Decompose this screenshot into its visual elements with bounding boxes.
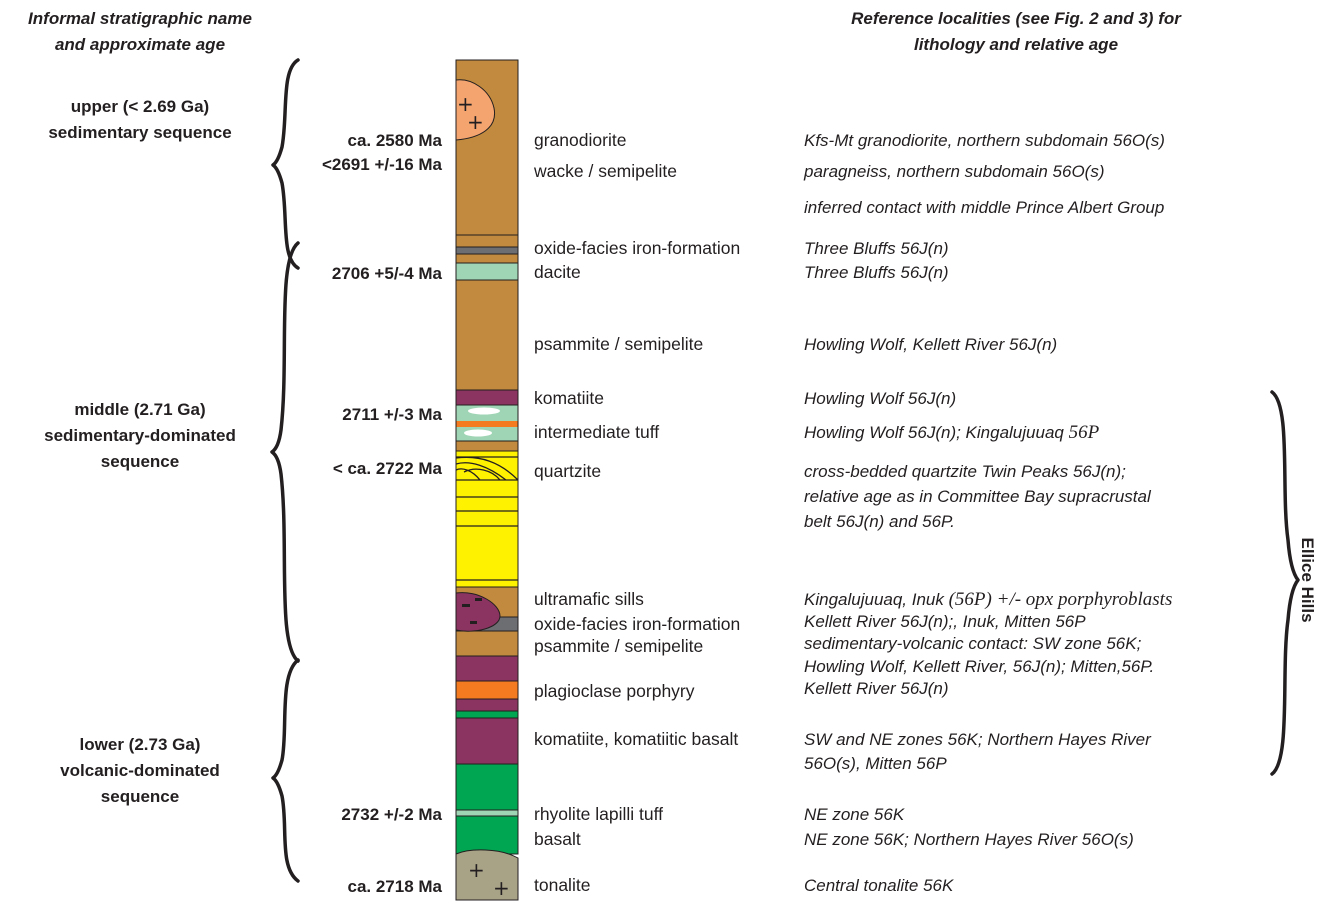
iron-formation-layer-1: [455, 246, 519, 255]
lith-iron-formation-2: oxide-facies iron-formation: [534, 614, 740, 634]
ref-sills-part-a: Kingalujuuaq, Inuk: [804, 590, 949, 609]
right-header-line1: Reference localities (see Fig. 2 and 3) …: [851, 9, 1182, 28]
lith-komatiite-2: komatiite, komatiitic basalt: [534, 729, 738, 749]
ref-ultramafic-sills: Kingalujuuaq, Inuk (56P) +/- opx porphyr…: [804, 589, 1172, 610]
ref-quartzite-line3: belt 56J(n) and 56P.: [804, 512, 955, 531]
lower-sequence-line3: sequence: [101, 787, 179, 806]
age-dacite: 2706 +5/-4 Ma: [332, 264, 443, 283]
ellice-hills-brace: [1270, 390, 1300, 776]
lith-tonalite: tonalite: [534, 875, 590, 895]
age-quartzite: < ca. 2722 Ma: [333, 459, 443, 478]
ultramafic-layer-a: [455, 655, 519, 682]
quartzite-layer: [455, 450, 519, 588]
tonalite-body: [455, 849, 519, 901]
ref-basalt: NE zone 56K; Northern Hayes River 56O(s): [804, 830, 1134, 849]
ref-iron-formation-2: Kellett River 56J(n);, Inuk, Mitten 56P: [804, 612, 1086, 631]
ref-granodiorite: Kfs-Mt granodiorite, northern subdomain …: [804, 131, 1165, 150]
lith-granodiorite: granodiorite: [534, 130, 626, 150]
lith-komatiite-1: komatiite: [534, 388, 604, 408]
stratigraphic-column: + +: [455, 59, 519, 901]
upper-sequence-line1: upper (< 2.69 Ga): [71, 97, 209, 116]
ref-komatiite-1: Howling Wolf 56J(n): [804, 389, 956, 408]
middle-sequence-line1: middle (2.71 Ga): [74, 400, 205, 419]
age-tonalite: ca. 2718 Ma: [347, 877, 442, 896]
psammite-layer-1: [455, 279, 519, 391]
tuff-orange-band: [456, 421, 518, 427]
ref-komatiite-2-line2: 56O(s), Mitten 56P: [804, 754, 947, 773]
sill-mark-1: [462, 604, 470, 607]
ref-rhyolite: NE zone 56K: [804, 805, 905, 824]
psammite-layer-2: [455, 630, 519, 657]
sediment-thin-layer: [455, 253, 519, 264]
tonalite-plus-2: +: [493, 876, 510, 900]
ref-inferred-contact: inferred contact with middle Prince Albe…: [804, 198, 1164, 217]
left-header-line1: Informal stratigraphic name: [28, 9, 252, 28]
plagioclase-porphyry-layer: [455, 680, 519, 700]
lower-sequence-line1: lower (2.73 Ga): [80, 735, 201, 754]
ref-sills-part-b: (56P) +/- opx porphyroblasts: [949, 589, 1173, 610]
ref-psammite-1: Howling Wolf, Kellett River 56J(n): [804, 335, 1057, 354]
ref-plagioclase-porphyry: Kellett River 56J(n): [804, 679, 949, 698]
lith-dacite: dacite: [534, 262, 581, 282]
sill-mark-3: [470, 621, 477, 624]
lith-plagioclase-porphyry: plagioclase porphyry: [534, 681, 695, 701]
sediment-thin-layer-2: [455, 440, 519, 452]
middle-sequence-line2: sedimentary-dominated: [44, 426, 236, 445]
ref-iron-formation-1: Three Bluffs 56J(n): [804, 239, 949, 258]
basalt-layer-lower: [455, 815, 519, 855]
age-rhyolite: 2732 +/-2 Ma: [341, 805, 442, 824]
lith-intermediate-tuff: intermediate tuff: [534, 422, 659, 442]
tuff-lens-2: [464, 429, 492, 437]
rhyolite-tuff-layer: [455, 809, 519, 817]
cross-bedding-lines: [455, 456, 519, 481]
upper-brace: [271, 58, 300, 270]
lower-brace: [271, 658, 300, 883]
sill-mark-2: [475, 598, 482, 601]
ref-dacite: Three Bluffs 56J(n): [804, 263, 949, 282]
basalt-layer-upper: [455, 763, 519, 811]
lith-psammite-1: psammite / semipelite: [534, 334, 703, 354]
lith-psammite-2: psammite / semipelite: [534, 636, 703, 656]
lith-ultramafic-sills: ultramafic sills: [534, 589, 644, 609]
komatiite-layer-2: [455, 717, 519, 765]
ref-psammite-2: Howling Wolf, Kellett River, 56J(n); Mit…: [804, 657, 1154, 676]
ellice-hills-label: Ellice Hills: [1298, 537, 1317, 622]
ref-quartzite-line1: cross-bedded quartzite Twin Peaks 56J(n)…: [804, 462, 1126, 481]
dacite-layer: [455, 262, 519, 281]
lith-wacke: wacke / semipelite: [533, 161, 677, 181]
left-header-line2: and approximate age: [55, 35, 225, 54]
ref-tuff-part-b: 56P: [1069, 422, 1100, 443]
ref-tonalite: Central tonalite 56K: [804, 876, 954, 895]
age-tuff: 2711 +/-3 Ma: [342, 405, 442, 424]
lower-sequence-line2: volcanic-dominated: [60, 761, 220, 780]
lith-rhyolite: rhyolite lapilli tuff: [534, 804, 663, 824]
ref-komatiite-2-line1: SW and NE zones 56K; Northern Hayes Rive…: [804, 730, 1152, 749]
granodiorite-plus-2: +: [467, 110, 484, 134]
middle-sequence-line3: sequence: [101, 452, 179, 471]
komatiite-layer-1: [455, 389, 519, 406]
ultramafic-layer-b: [455, 698, 519, 712]
ref-contact-2: sedimentary-volcanic contact: SW zone 56…: [804, 634, 1142, 653]
granodiorite-intrusion: [455, 79, 496, 141]
middle-brace: [270, 241, 300, 663]
tonalite-plus-1: +: [468, 858, 485, 882]
right-header-line2: lithology and relative age: [914, 35, 1118, 54]
contact-layer: [455, 234, 519, 248]
basalt-thin-layer: [455, 710, 519, 719]
granodiorite-plus-1: +: [457, 92, 474, 116]
lith-basalt: basalt: [534, 829, 581, 849]
ref-intermediate-tuff: Howling Wolf 56J(n); Kingalujuuaq 56P: [804, 422, 1100, 443]
tuff-lens-1: [468, 407, 500, 415]
lith-iron-formation-1: oxide-facies iron-formation: [534, 238, 740, 258]
ref-wacke: paragneiss, northern subdomain 56O(s): [803, 162, 1105, 181]
ultramafic-sill: [455, 592, 501, 632]
lith-quartzite: quartzite: [534, 461, 601, 481]
age-granodiorite: ca. 2580 Ma: [347, 131, 442, 150]
ref-quartzite-line2: relative age as in Committee Bay supracr…: [804, 487, 1152, 506]
ref-tuff-part-a: Howling Wolf 56J(n); Kingalujuuaq: [804, 423, 1069, 442]
age-wacke: <2691 +/-16 Ma: [322, 155, 443, 174]
upper-sequence-line2: sedimentary sequence: [48, 123, 231, 142]
